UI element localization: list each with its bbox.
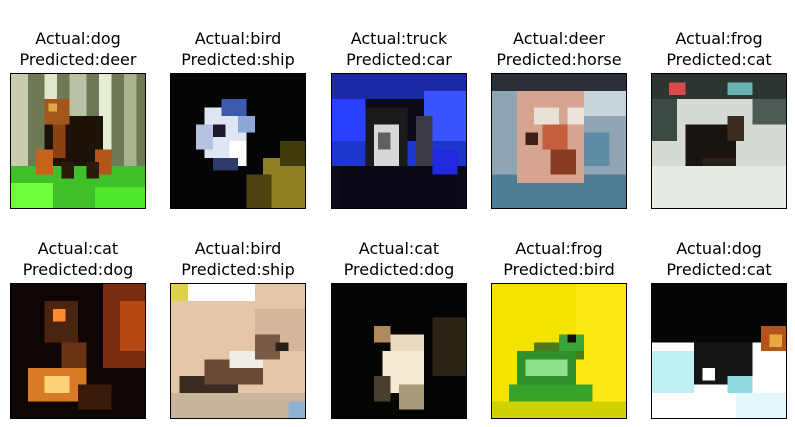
predicted-label: Predicted:bird xyxy=(503,260,615,279)
predicted-label: Predicted:dog xyxy=(343,260,455,279)
actual-label: Actual:frog xyxy=(675,29,763,48)
sample-image-dog xyxy=(651,283,787,419)
actual-label: Actual:frog xyxy=(515,239,603,258)
panel-title: Actual:frog Predicted:cat xyxy=(611,28,795,70)
actual-label: Actual:cat xyxy=(358,239,440,258)
panel-title: Actual:dog Predicted:cat xyxy=(611,238,795,280)
panel-title: Actual:cat Predicted:dog xyxy=(0,238,186,280)
predicted-label: Predicted:deer xyxy=(19,50,137,69)
panel-title: Actual:dog Predicted:deer xyxy=(0,28,186,70)
actual-label: Actual:dog xyxy=(35,29,121,48)
predicted-label: Predicted:horse xyxy=(496,50,622,69)
actual-label: Actual:dog xyxy=(676,239,762,258)
predicted-label: Predicted:car xyxy=(346,50,452,69)
sample-image-bird xyxy=(170,283,306,419)
predicted-label: Predicted:ship xyxy=(181,50,295,69)
panel-title: Actual:frog Predicted:bird xyxy=(451,238,667,280)
predicted-label: Predicted:dog xyxy=(22,260,134,279)
panel-title: Actual:truck Predicted:car xyxy=(291,28,507,70)
sample-image-dog xyxy=(10,73,146,209)
predicted-label: Predicted:ship xyxy=(181,260,295,279)
sample-image-frog xyxy=(491,283,627,419)
panel-title: Actual:deer Predicted:horse xyxy=(451,28,667,70)
sample-image-cat xyxy=(331,283,467,419)
actual-label: Actual:bird xyxy=(194,239,282,258)
actual-label: Actual:bird xyxy=(194,29,282,48)
sample-image-frog xyxy=(651,73,787,209)
predicted-label: Predicted:cat xyxy=(666,260,772,279)
sample-image-deer xyxy=(491,73,627,209)
panel-title: Actual:bird Predicted:ship xyxy=(130,238,346,280)
sample-image-cat xyxy=(10,283,146,419)
actual-label: Actual:cat xyxy=(37,239,119,258)
panel-title: Actual:cat Predicted:dog xyxy=(291,238,507,280)
actual-label: Actual:deer xyxy=(513,29,605,48)
panel-title: Actual:bird Predicted:ship xyxy=(130,28,346,70)
predicted-label: Predicted:cat xyxy=(666,50,772,69)
sample-image-bird xyxy=(170,73,306,209)
sample-image-truck xyxy=(331,73,467,209)
actual-label: Actual:truck xyxy=(350,29,448,48)
